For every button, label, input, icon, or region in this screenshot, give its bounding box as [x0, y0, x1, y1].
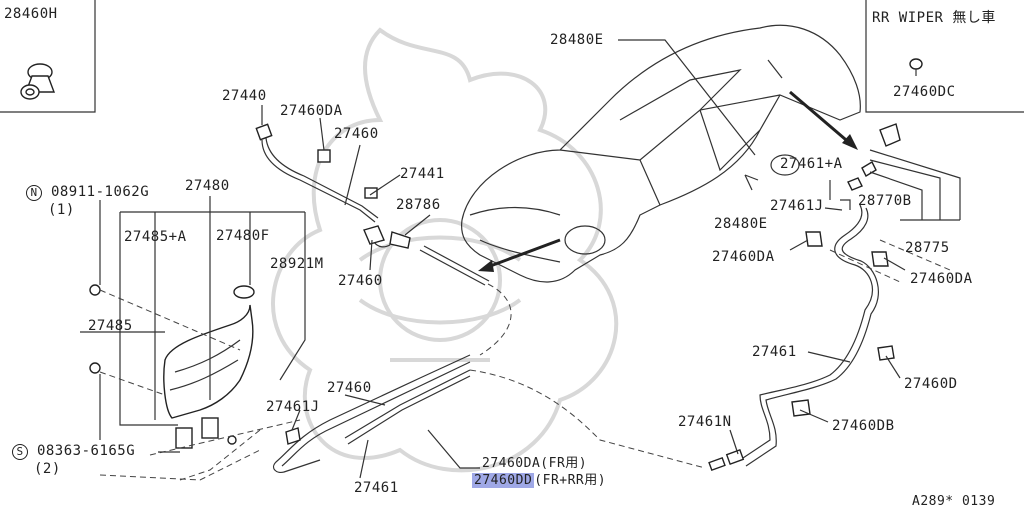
label-s-qty: (2): [34, 461, 61, 477]
grommet-icon: [20, 63, 56, 100]
label-28921M: 28921M: [270, 256, 324, 272]
clip-icon-inset: [909, 58, 923, 76]
inset-title: RR WIPER 無し車: [872, 10, 996, 26]
s-marker: S 08363-6165G: [12, 443, 135, 460]
arrow-front: [478, 238, 561, 272]
inset-right-frame: [865, 0, 1024, 113]
label-27460DA-fr: 27460DA(FR用): [482, 456, 588, 471]
label-27460DD-note: (FR+RR用): [534, 473, 607, 488]
washer-tank: [89, 284, 301, 481]
car-body-outline: [460, 24, 861, 283]
label-27460DD: 27460DD(FR+RR用): [472, 473, 606, 489]
label-27480F: 27480F: [216, 228, 270, 244]
label-27461N: 27461N: [678, 414, 732, 430]
label-27460DA-right2: 27460DA: [910, 271, 973, 287]
watermark-emblem: [271, 27, 619, 473]
label-n-qty: (1): [48, 202, 75, 218]
n-marker: N 08911-1062G: [26, 184, 149, 201]
front-hose: [255, 123, 512, 356]
label-27461-right: 27461: [752, 344, 797, 360]
label-27460-mid: 27460: [338, 273, 383, 289]
main-hose: [179, 354, 706, 481]
label-27460-low: 27460: [327, 380, 372, 396]
label-27440: 27440: [222, 88, 267, 104]
label-27461-low: 27461: [354, 480, 399, 496]
label-27460DC: 27460DC: [893, 84, 956, 100]
highlighted-part-27460DD[interactable]: 27460DD: [472, 473, 535, 488]
label-27485A: 27485+A: [124, 229, 187, 245]
label-08911-1062G: 08911-1062G: [50, 184, 150, 200]
label-27460DB: 27460DB: [832, 418, 895, 434]
label-27460DA-right1: 27460DA: [712, 249, 775, 265]
label-27460DA-top: 27460DA: [280, 103, 343, 119]
label-27485: 27485: [88, 318, 133, 334]
leader-lines: [80, 39, 906, 479]
n-circle-icon: N: [26, 185, 42, 201]
label-28770B: 28770B: [858, 193, 912, 209]
label-27461A: 27461+A: [780, 156, 843, 172]
diagram-code: A289* 0139: [912, 494, 996, 509]
label-27480: 27480: [185, 178, 230, 194]
label-28786: 28786: [396, 197, 441, 213]
arrow-rear: [789, 90, 858, 150]
label-08363-6165G: 08363-6165G: [36, 443, 136, 459]
label-27460D: 27460D: [904, 376, 958, 392]
label-28480E-car: 28480E: [714, 216, 768, 232]
inset-left-frame: [0, 0, 96, 113]
label-27461J-right: 27461J: [770, 198, 824, 214]
label-28480E-top: 28480E: [550, 32, 604, 48]
label-28460H: 28460H: [4, 6, 58, 22]
s-circle-icon: S: [12, 444, 28, 460]
label-27461J-low: 27461J: [266, 399, 320, 415]
rear-hose: [708, 123, 961, 472]
label-27460-upper: 27460: [334, 126, 379, 142]
label-27441: 27441: [400, 166, 445, 182]
label-28775: 28775: [905, 240, 950, 256]
